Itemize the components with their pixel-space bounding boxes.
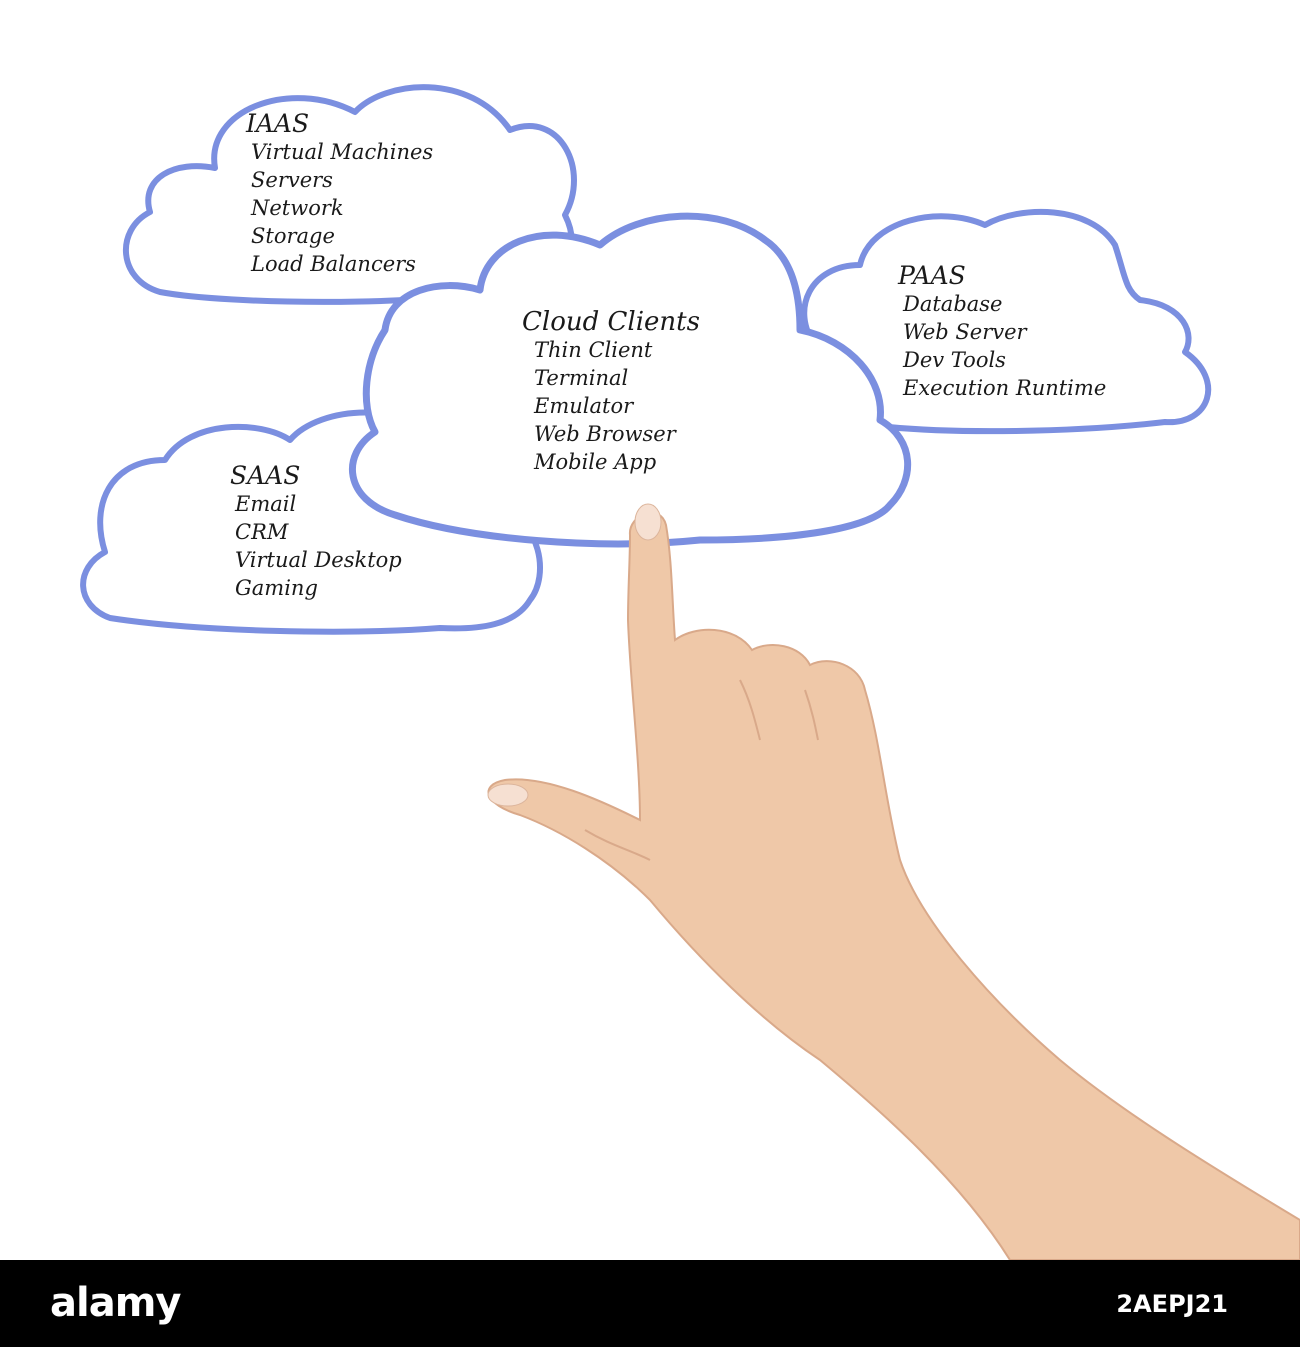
knuckle-crease (739, 679, 761, 741)
paas-title: PAAS (898, 261, 966, 290)
alamy-logo: alamy (50, 1280, 181, 1326)
index-fingernail (634, 503, 662, 541)
saas-item: Virtual Desktop (235, 548, 402, 572)
iaas-item: Servers (251, 168, 333, 192)
saas-cloud: SAAS Email CRM Virtual Desktop Gaming (230, 462, 402, 602)
cloud-clients-item: Terminal (534, 366, 629, 390)
cloud-clients-cloud-outline (348, 212, 912, 548)
cloud-clients-item: Web Browser (534, 422, 676, 446)
iaas-item: Load Balancers (251, 252, 416, 276)
saas-item: CRM (235, 520, 289, 544)
knuckle-crease (804, 689, 819, 741)
cloud-clients-item: Mobile App (534, 450, 657, 474)
saas-title: SAAS (230, 461, 301, 490)
iaas-item: Virtual Machines (251, 140, 434, 164)
cloud-diagram-drawing (80, 84, 1300, 1261)
paas-item: Web Server (903, 320, 1027, 344)
cloud-clients-item: Emulator (534, 394, 634, 418)
cloud-clients-title: Cloud Clients (522, 307, 700, 337)
iaas-title: IAAS (246, 109, 310, 138)
saas-item: Gaming (235, 576, 318, 600)
thumb-nail (487, 783, 529, 807)
iaas-item: Storage (251, 224, 335, 248)
image-code: 2AEPJ21 (1116, 1290, 1228, 1318)
thumb-crease (584, 829, 651, 861)
watermark-footer-bar: alamy 2AEPJ21 (0, 1260, 1300, 1347)
paas-item: Database (903, 292, 1003, 316)
paas-cloud-outline (799, 208, 1212, 435)
paas-item: Dev Tools (903, 348, 1006, 372)
cloud-clients-item: Thin Client (534, 338, 653, 362)
paas-cloud: PAAS Database Web Server Dev Tools Execu… (898, 262, 1106, 402)
cloud-clients-cloud: Cloud Clients Thin Client Terminal Emula… (522, 308, 700, 476)
pointing-hand-illustration (487, 503, 1300, 1261)
paas-item: Execution Runtime (903, 376, 1107, 400)
hand-palm-shape (487, 511, 1300, 1261)
saas-item: Email (235, 492, 297, 516)
iaas-item: Network (251, 196, 344, 220)
iaas-cloud: IAAS Virtual Machines Servers Network St… (246, 110, 433, 278)
diagram-scene: IAAS Virtual Machines Servers Network St… (80, 84, 1300, 1261)
